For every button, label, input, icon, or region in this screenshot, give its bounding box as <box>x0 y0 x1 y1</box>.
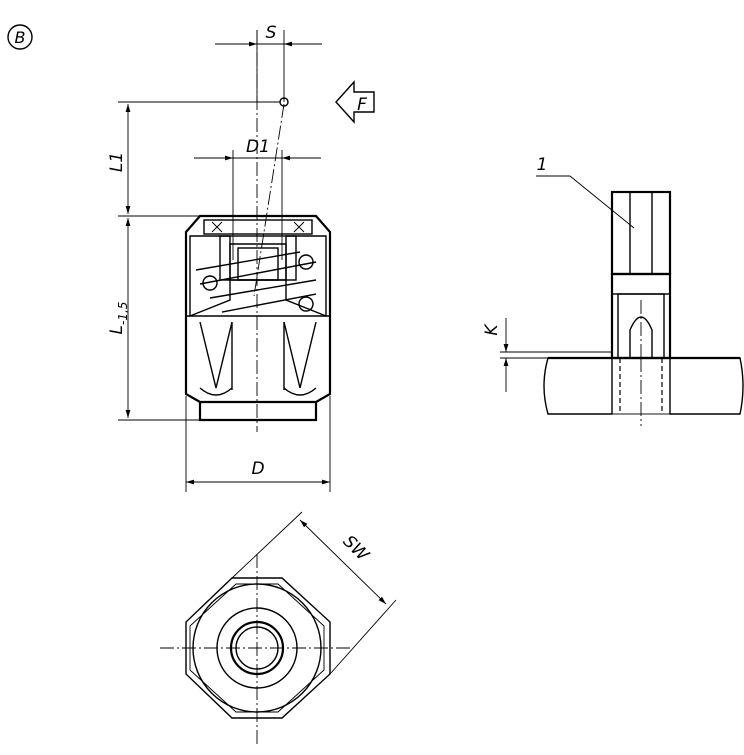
d1-dimension: D1 <box>194 137 321 260</box>
d-dimension: D <box>185 396 331 492</box>
s-dimension: S <box>215 23 322 102</box>
body-outline <box>184 214 332 422</box>
svg-text:B: B <box>15 28 26 47</box>
item-one-label: 1 <box>537 155 548 175</box>
force-arrow: F <box>335 80 375 124</box>
sw-label: SW <box>339 532 374 567</box>
l-label: L-1,5 <box>107 302 130 335</box>
section-view: S F L1 D1 <box>107 23 375 492</box>
force-label: F <box>357 95 367 115</box>
installation-view: 1 K <box>482 155 744 426</box>
view-marker: B <box>7 24 33 50</box>
pin-axis-line <box>253 103 285 297</box>
d-label: D <box>251 459 264 479</box>
k-dimension: K <box>482 318 612 392</box>
hex-bottom-view: SW <box>160 511 397 744</box>
s-label: S <box>266 23 277 43</box>
k-label: K <box>482 323 502 336</box>
l1-dimension: L1 <box>107 104 205 217</box>
l-dimension: L-1,5 <box>107 218 200 421</box>
d1-label: D1 <box>246 137 270 157</box>
l1-label: L1 <box>107 152 127 172</box>
